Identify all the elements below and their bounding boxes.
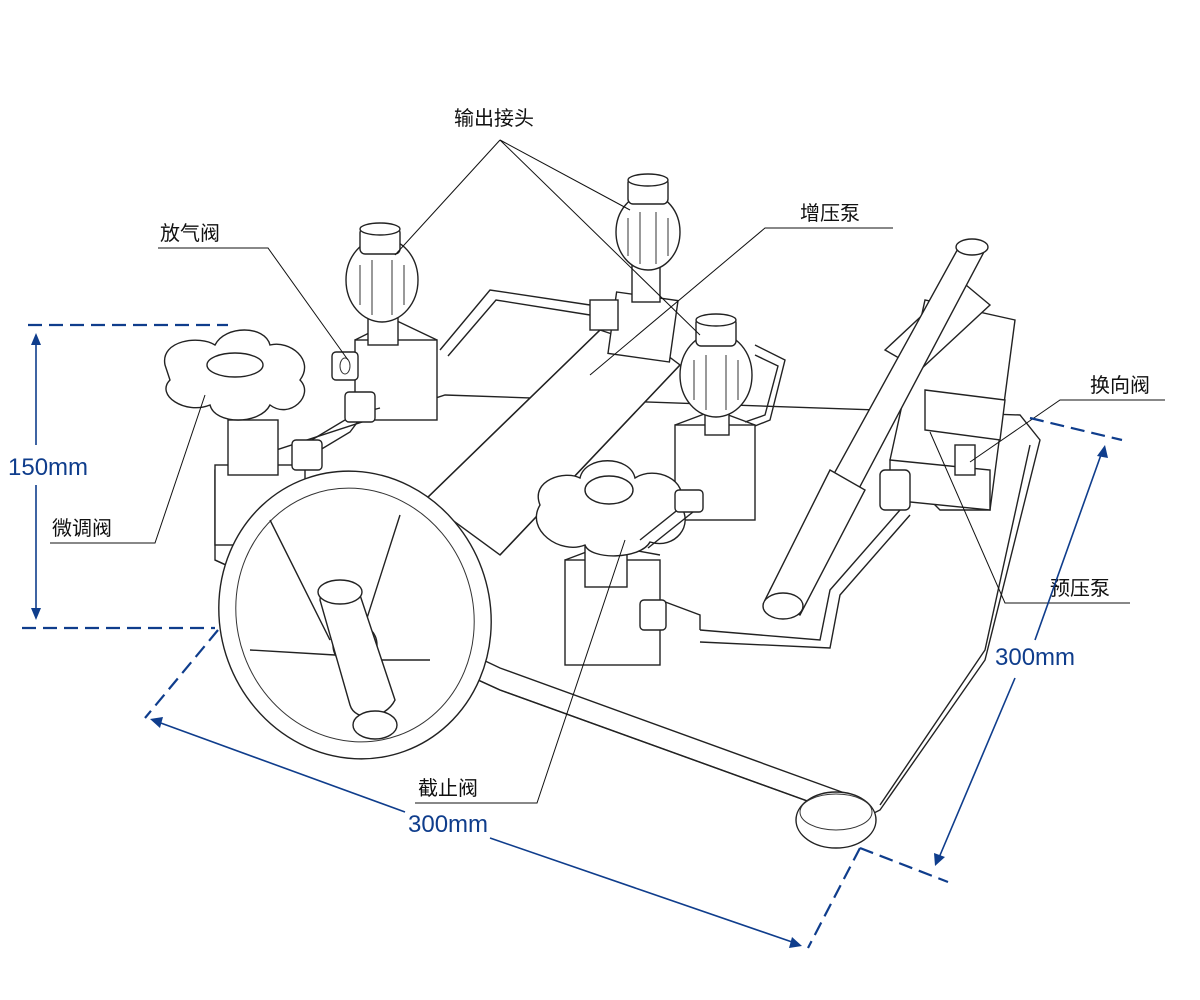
pre-pressure-pump (699, 238, 1016, 649)
dimension-height: 150mm (8, 323, 228, 630)
label-pre-pressure-pump: 预压泵 (1050, 576, 1110, 600)
booster-pump (423, 291, 682, 556)
output-connector-top (615, 173, 681, 303)
leader-lines (50, 139, 1165, 804)
dim-label-height: 150mm (8, 454, 88, 481)
label-output-connector: 输出接头 (454, 106, 534, 130)
dim-label-width-front: 300mm (408, 811, 488, 838)
high-pressure-pipe (439, 289, 786, 431)
dim-label-depth-right: 300mm (995, 644, 1075, 671)
output-connector-left (331, 222, 438, 421)
stop-valve (535, 460, 704, 666)
dimension-width-front: 300mm (144, 629, 861, 949)
fine-adjust-valve (164, 329, 381, 546)
foot (795, 791, 877, 849)
hand-wheel (218, 470, 492, 760)
dimension-depth-right: 300mm (859, 416, 1123, 884)
label-fine-adjust-valve: 微调阀 (52, 516, 112, 540)
label-vent-valve: 放气阀 (160, 221, 220, 245)
label-stop-valve: 截止阀 (418, 776, 478, 800)
label-booster-pump: 增压泵 (800, 201, 860, 225)
label-reversing-valve: 换向阀 (1090, 373, 1150, 397)
